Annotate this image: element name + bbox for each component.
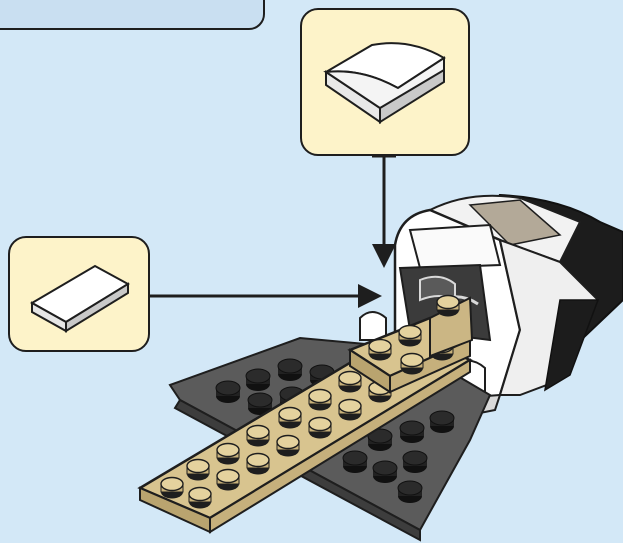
tan-raised-plate xyxy=(347,294,474,394)
instruction-header-panel xyxy=(0,0,265,30)
part-callout-tile xyxy=(8,236,150,352)
part-callout-curved-slope xyxy=(300,8,470,156)
curved-slope-part-icon xyxy=(323,42,446,125)
tile-part-icon xyxy=(29,264,130,333)
